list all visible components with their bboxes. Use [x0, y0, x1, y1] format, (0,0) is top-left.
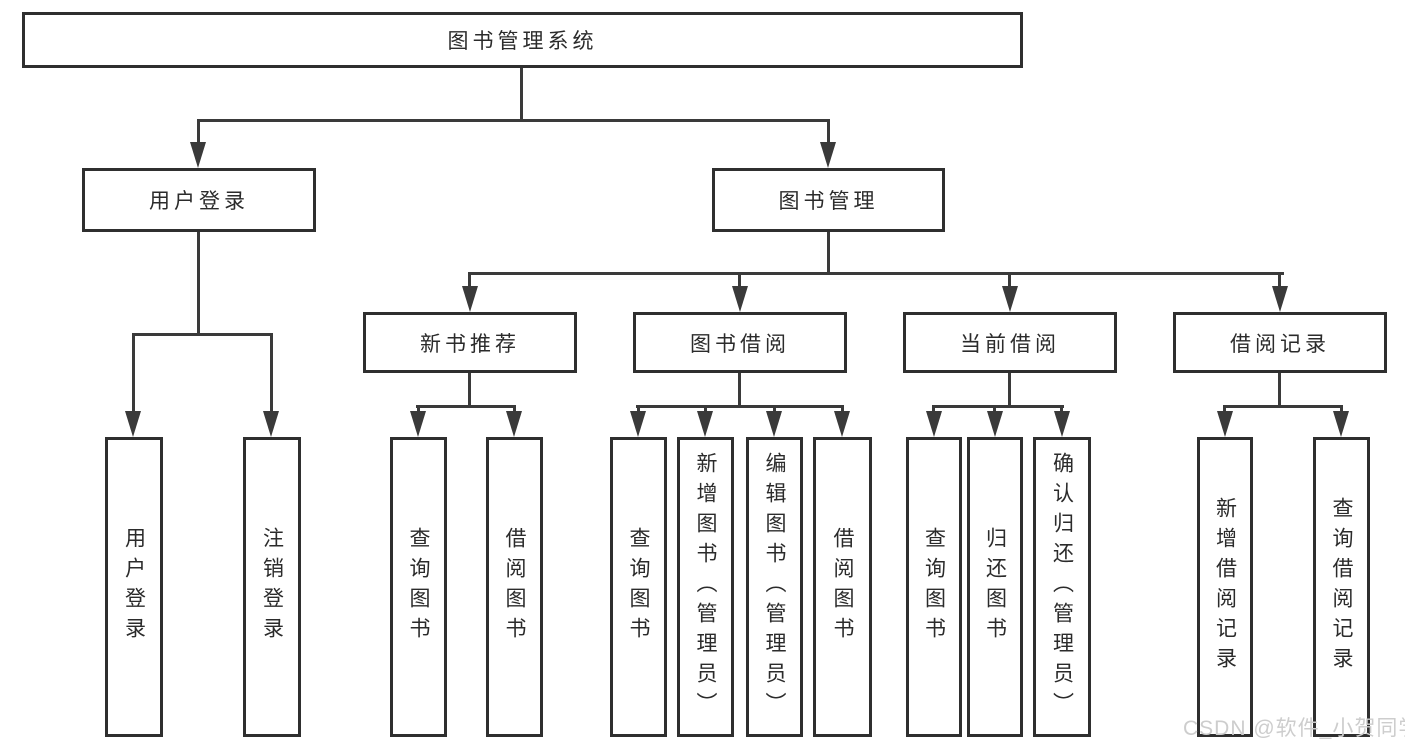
- connector: [1223, 405, 1343, 408]
- node-label: 图书管理: [778, 190, 879, 213]
- connector: [1278, 373, 1281, 407]
- node-current-confirm-return-admin: 确认归还（管理员）: [1033, 437, 1091, 737]
- connector: [637, 405, 640, 415]
- connector: [993, 405, 996, 415]
- node-label: 查询图书: [922, 527, 946, 647]
- connector: [468, 272, 471, 288]
- node-library-management-system: 图书管理系统: [22, 12, 1023, 68]
- connector: [197, 232, 200, 336]
- node-label: 归还图书: [983, 527, 1007, 647]
- arrow-down-icon: [462, 286, 478, 312]
- node-current-query-books: 查询图书: [906, 437, 962, 737]
- arrow-down-icon: [125, 411, 141, 437]
- node-book-management: 图书管理: [712, 168, 945, 232]
- connector: [932, 405, 1064, 408]
- arrow-down-icon: [697, 411, 713, 437]
- node-label: 注销登录: [260, 527, 284, 647]
- connector: [416, 405, 516, 408]
- arrow-down-icon: [766, 411, 782, 437]
- arrow-down-icon: [506, 411, 522, 437]
- arrow-down-icon: [1054, 411, 1070, 437]
- connector: [1278, 272, 1281, 288]
- connector: [1340, 405, 1343, 415]
- node-label: 借阅记录: [1230, 332, 1330, 356]
- connector: [132, 333, 135, 415]
- connector: [827, 119, 830, 147]
- connector: [827, 232, 830, 275]
- arrow-down-icon: [190, 142, 206, 168]
- node-label: 借阅图书: [503, 527, 526, 647]
- node-records-add-borrow-record: 新增借阅记录: [1197, 437, 1253, 737]
- node-label: 编辑图书（管理员）: [763, 452, 786, 722]
- connector: [773, 405, 776, 415]
- arrow-down-icon: [987, 411, 1003, 437]
- node-records-query-borrow-record: 查询借阅记录: [1313, 437, 1370, 737]
- arrow-down-icon: [1272, 286, 1288, 312]
- arrow-down-icon: [834, 411, 850, 437]
- node-user-login: 用户登录: [82, 168, 316, 232]
- node-label: 查询图书: [627, 527, 650, 647]
- node-recommend-borrow-books: 借阅图书: [486, 437, 543, 737]
- connector: [738, 373, 741, 407]
- connector: [270, 333, 273, 415]
- connector: [132, 333, 273, 336]
- node-borrow-edit-books-admin: 编辑图书（管理员）: [746, 437, 803, 737]
- connector: [704, 405, 707, 415]
- connector: [841, 405, 844, 415]
- connector: [468, 272, 1284, 275]
- node-label: 查询借阅记录: [1330, 497, 1353, 677]
- connector: [197, 119, 200, 147]
- node-label: 图书管理系统: [447, 30, 598, 53]
- node-label: 新增借阅记录: [1213, 497, 1237, 677]
- connector: [513, 405, 516, 415]
- arrow-down-icon: [1217, 411, 1233, 437]
- node-borrow-borrow-books: 借阅图书: [813, 437, 872, 737]
- connector: [197, 119, 830, 122]
- arrow-down-icon: [1002, 286, 1018, 312]
- node-logout-action: 注销登录: [243, 437, 301, 737]
- node-borrow-add-books-admin: 新增图书（管理员）: [677, 437, 734, 737]
- node-label: 用户登录: [122, 527, 146, 647]
- connector: [417, 405, 420, 415]
- node-current-borrow: 当前借阅: [903, 312, 1117, 373]
- connector: [1060, 405, 1063, 415]
- node-label: 当前借阅: [960, 332, 1060, 356]
- connector: [636, 405, 844, 408]
- node-book-borrow: 图书借阅: [633, 312, 847, 373]
- arrow-down-icon: [926, 411, 942, 437]
- node-label: 新增图书（管理员）: [694, 452, 717, 722]
- arrow-down-icon: [820, 142, 836, 168]
- node-borrow-query-books: 查询图书: [610, 437, 667, 737]
- node-label: 图书借阅: [690, 332, 790, 356]
- connector: [1008, 272, 1011, 288]
- connector: [932, 405, 935, 415]
- connector: [738, 272, 741, 288]
- node-user-login-action: 用户登录: [105, 437, 163, 737]
- watermark: CSDN @软件_小贺同学: [1183, 717, 1405, 740]
- node-new-book-recommend: 新书推荐: [363, 312, 577, 373]
- arrow-down-icon: [263, 411, 279, 437]
- node-label: 借阅图书: [831, 527, 854, 647]
- node-borrow-records: 借阅记录: [1173, 312, 1387, 373]
- node-label: 新书推荐: [420, 332, 520, 356]
- arrow-down-icon: [1333, 411, 1349, 437]
- connector: [468, 373, 471, 407]
- node-label: 确认归还（管理员）: [1050, 452, 1074, 722]
- node-recommend-query-books: 查询图书: [390, 437, 447, 737]
- connector: [1008, 373, 1011, 407]
- node-current-return-books: 归还图书: [967, 437, 1023, 737]
- arrow-down-icon: [732, 286, 748, 312]
- arrow-down-icon: [630, 411, 646, 437]
- node-label: 用户登录: [149, 190, 249, 213]
- connector: [520, 68, 523, 122]
- arrow-down-icon: [410, 411, 426, 437]
- node-label: 查询图书: [407, 527, 430, 647]
- connector: [1223, 405, 1226, 415]
